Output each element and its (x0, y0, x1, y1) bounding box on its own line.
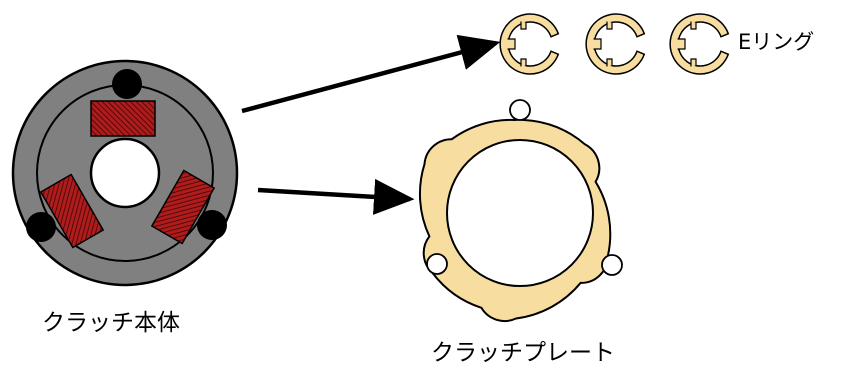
clutch-spring-ball-left (26, 212, 56, 242)
arrow-to-clutch-plate (257, 178, 415, 215)
e-rings (499, 13, 730, 75)
clutch-spring-ball-top (112, 69, 142, 99)
e-ring (499, 13, 560, 75)
arrow-to-e-ring (241, 34, 501, 114)
e-ring (669, 13, 730, 75)
clutch-plate-label: クラッチプレート (431, 340, 615, 366)
clutch-shoe-left (39, 173, 105, 249)
e-ring-label: Eリング (738, 30, 815, 54)
clutch-shoe-top (90, 100, 156, 137)
clutch-plate (418, 99, 623, 323)
clutch-body-label: クラッチ本体 (42, 310, 180, 336)
clutch-shoe-right (150, 169, 216, 245)
e-ring (585, 13, 646, 75)
clutch-plate-bolt-hole (601, 254, 623, 276)
clutch-body-center-hole (89, 137, 161, 209)
clutch-plate-outline (418, 118, 612, 323)
clutch-plate-bolt-hole (509, 99, 531, 121)
clutch-body (11, 59, 239, 287)
clutch-spring-ball-right (197, 210, 227, 240)
clutch-plate-bolt-hole (426, 253, 448, 275)
